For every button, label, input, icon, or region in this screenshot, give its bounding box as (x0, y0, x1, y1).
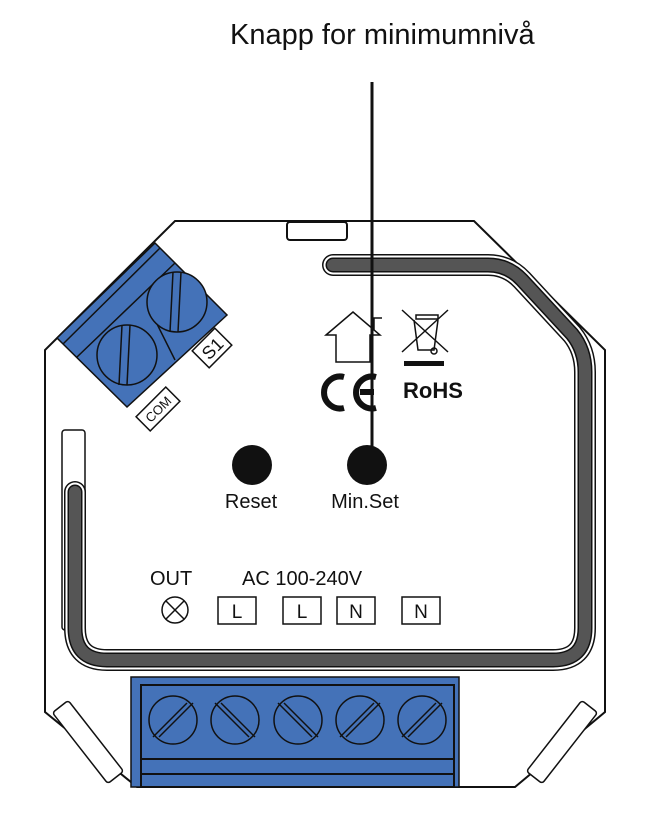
callout-title: Knapp for minimumnivå (230, 19, 535, 51)
screw[interactable] (148, 695, 198, 745)
svg-text:L: L (297, 602, 308, 623)
screw[interactable] (146, 271, 208, 333)
min-set-label: Min.Set (331, 491, 399, 513)
gasket (64, 254, 596, 671)
reset-label: Reset (225, 491, 278, 513)
min-set-button[interactable] (347, 445, 387, 485)
bottom-right-slot (526, 700, 598, 784)
indoor-use-house-icon (323, 311, 383, 363)
lamp-output-icon (161, 596, 189, 624)
terminal-label-n1: N (336, 596, 376, 625)
screw[interactable] (335, 695, 385, 745)
weee-crossed-bin-icon (401, 309, 449, 366)
screw[interactable] (273, 695, 323, 745)
terminal-label-l2: L (282, 596, 322, 625)
svg-text:N: N (349, 602, 363, 623)
terminal-block-s1-com: S1 COM (55, 241, 233, 432)
screw[interactable] (96, 324, 158, 386)
reset-button[interactable] (232, 445, 272, 485)
out-label: OUT (150, 568, 192, 590)
rohs-mark: RoHS (403, 378, 463, 403)
screw[interactable] (210, 695, 260, 745)
screw[interactable] (397, 695, 447, 745)
svg-text:L: L (232, 602, 243, 623)
terminal-label-n2: N (401, 596, 441, 625)
ac-voltage-label: AC 100-240V (242, 568, 363, 590)
terminal-label-l1: L (217, 596, 257, 625)
top-tab (286, 221, 348, 241)
svg-text:N: N (414, 602, 428, 623)
bottom-left-slot (52, 700, 124, 784)
